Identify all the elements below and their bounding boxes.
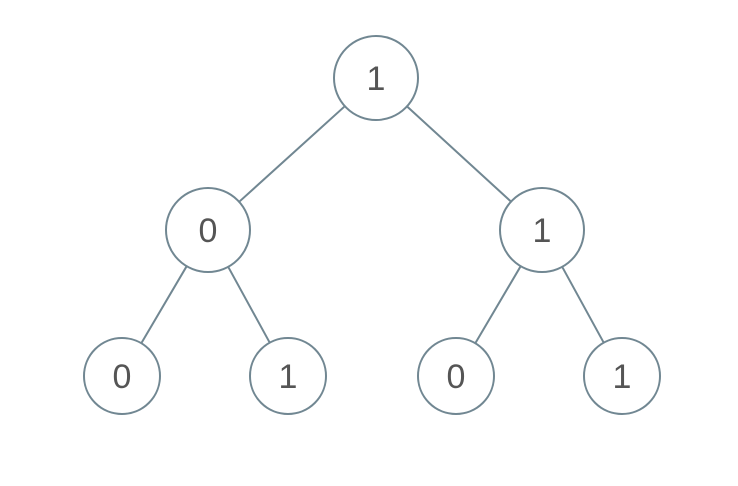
tree-node[interactable]: 0 [417,337,495,415]
tree-node[interactable]: 1 [333,35,419,121]
tree-node[interactable]: 0 [83,337,161,415]
tree-edges-group [140,105,605,345]
tree-node-circle[interactable] [333,35,419,121]
tree-node-circle[interactable] [499,187,585,273]
tree-node[interactable]: 1 [583,337,661,415]
tree-node-label: 0 [447,358,466,396]
tree-node-circle[interactable] [417,337,495,415]
tree-node-circle[interactable] [165,187,251,273]
tree-node[interactable]: 0 [165,187,251,273]
tree-node-label: 0 [113,358,132,396]
tree-node-circle[interactable] [583,337,661,415]
tree-nodes-group: 1 0 1 0 1 0 1 [83,35,661,415]
tree-node-label: 0 [199,212,218,250]
tree-node-label: 1 [613,358,632,396]
tree-edge [474,265,522,345]
tree-node-label: 1 [367,60,386,98]
tree-node-label: 1 [279,358,298,396]
tree-node-label: 1 [533,212,552,250]
tree-node[interactable]: 1 [499,187,585,273]
tree-edge [561,265,605,344]
tree-node-circle[interactable] [83,337,161,415]
tree-edge [227,265,271,344]
tree-edge [405,105,513,203]
tree-node-circle[interactable] [249,337,327,415]
tree-edge [238,105,346,203]
tree-edge [140,265,188,345]
tree-node[interactable]: 1 [249,337,327,415]
